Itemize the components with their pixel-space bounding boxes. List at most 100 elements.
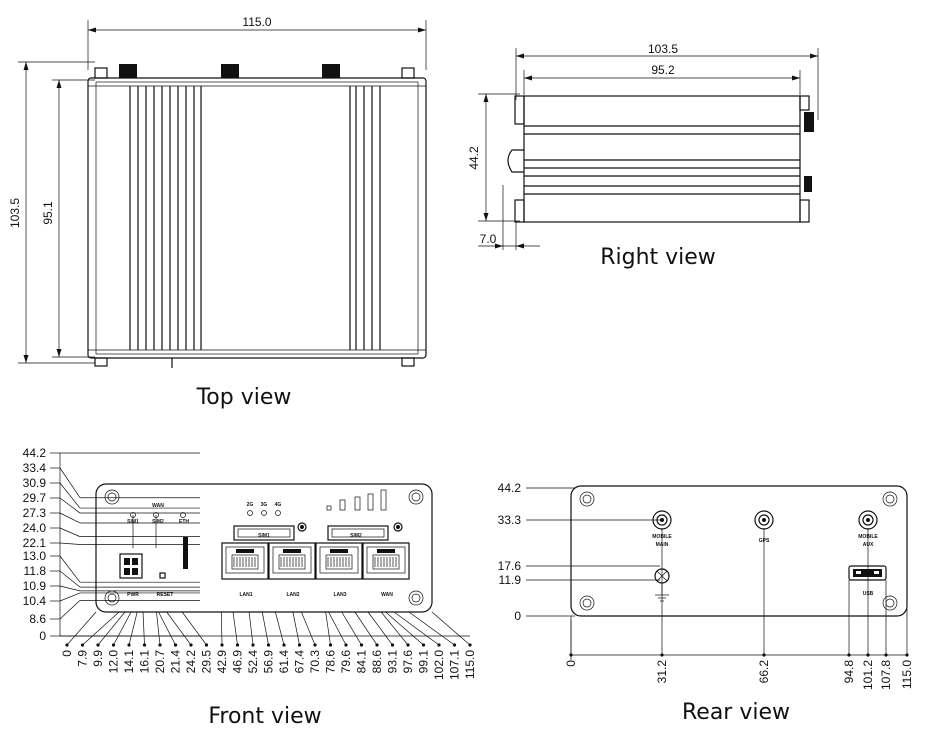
rear-x-label: 66.2 [757,660,771,684]
label-mobile-main-1: MOBILE [652,534,672,540]
front-x-label: 61.4 [277,650,291,674]
front-y-leader [59,497,81,514]
caption-rear-view: Rear view [682,700,790,725]
front-x-leader [301,611,316,646]
front-x-leader [248,611,254,646]
front-x-label: 107.1 [448,650,462,680]
label-wan-led: WAN [152,503,164,509]
front-x-leader [275,611,285,646]
front-y-leader [59,512,81,524]
front-x-leader [142,611,145,646]
caption-front-view: Front view [208,704,321,729]
front-x-leader [341,611,362,646]
front-y-leader [59,527,81,537]
front-x-leader [181,611,207,646]
label-4g: 4G [275,502,282,508]
rj45-port [362,542,410,580]
front-x-leader [82,611,120,646]
label-eth-led: ETH [179,519,189,525]
front-x-label: 78.6 [324,650,338,674]
front-y-label: 27.3 [23,506,47,520]
front-x-label: 84.1 [355,650,369,674]
rear-y-label: 17.6 [498,559,522,573]
rear-y-label: 33.3 [498,513,522,527]
front-x-leader [220,611,223,646]
front-x-label: 56.9 [262,650,276,674]
right-offset-label: 7.0 [480,232,497,246]
rj45-port [315,542,363,580]
front-y-leader [59,570,81,588]
right-inner-label: 95.2 [651,63,675,77]
caption-top-view: Top view [196,385,292,410]
front-x-leader [325,611,331,646]
label-reset: RESET [157,592,174,598]
front-x-leader [367,611,393,646]
front-x-leader [354,611,378,646]
front-y-leader [59,542,81,545]
front-y-leader [59,467,81,498]
front-x-label: 88.6 [370,650,384,674]
front-y-label: 11.8 [24,564,47,578]
front-y-label: 10.9 [23,579,47,593]
front-view: 44.233.430.929.727.324.022.113.011.810.9… [23,446,477,729]
front-y-label: 33.4 [23,461,47,475]
rear-y-label: 44.2 [498,481,522,495]
front-x-leader [292,611,300,646]
top-height-outer-label: 103.5 [8,198,22,228]
front-y-label: 24.0 [23,521,47,535]
top-view: 115.0 103.5 95.1 Top vie [8,15,427,410]
rear-x-label: 115.0 [900,660,914,689]
front-x-label: 16.1 [138,650,152,674]
front-y-label: 30.9 [23,476,47,490]
label-wan-port: WAN [381,592,393,598]
front-x-leader [380,611,409,646]
front-x-label: 9.9 [91,650,105,667]
front-x-leader [261,611,269,646]
label-sim2-led: SIM2 [152,519,164,525]
label-lan3: LAN3 [333,592,346,598]
front-x-leader [166,611,192,646]
front-x-label: 70.3 [308,650,322,674]
front-x-label: 20.7 [153,650,167,674]
front-x-label: 14.1 [122,650,136,674]
label-sim1-tray: SIM1 [258,533,270,539]
front-x-leader [156,611,161,646]
rj45-port [268,542,316,580]
front-x-label: 21.4 [169,650,183,674]
front-x-label: 24.2 [184,650,198,674]
front-x-label: 115.0 [463,650,477,679]
label-sim2-tray: SIM2 [350,533,362,539]
front-x-leader [97,611,126,646]
front-x-label: 99.1 [417,650,431,674]
rear-x-label: 101.2 [861,660,875,690]
front-x-leader [328,611,347,646]
label-lan1: LAN1 [239,592,252,598]
front-x-label: 7.9 [76,650,90,667]
label-mobile-aux-2: AUX [863,542,874,548]
caption-right-view: Right view [600,245,716,270]
front-x-label: 93.1 [386,650,400,674]
front-x-label: 52.4 [246,650,260,674]
right-view: 103.5 95.2 44.2 7.0 [467,42,819,270]
front-y-label: 10.4 [23,594,47,608]
label-gps: GPS [759,538,770,544]
front-y-label: 29.7 [23,491,47,505]
right-height-label: 44.2 [467,146,481,170]
front-x-leader [128,611,138,646]
rear-y-label: 0 [514,609,521,623]
front-x-leader [393,611,440,646]
label-sim1-led: SIM1 [127,519,139,525]
label-usb: USB [863,591,874,597]
front-y-label: 13.0 [23,549,47,563]
rear-x-label: 94.8 [842,660,856,684]
label-3g: 3G [261,502,268,508]
front-x-label: 97.6 [401,650,415,674]
front-x-leader [431,611,471,646]
rear-y-label: 11.9 [499,573,522,587]
top-width-label: 115.0 [242,15,271,29]
front-y-leader [59,592,81,602]
front-x-label: 42.9 [215,650,229,674]
